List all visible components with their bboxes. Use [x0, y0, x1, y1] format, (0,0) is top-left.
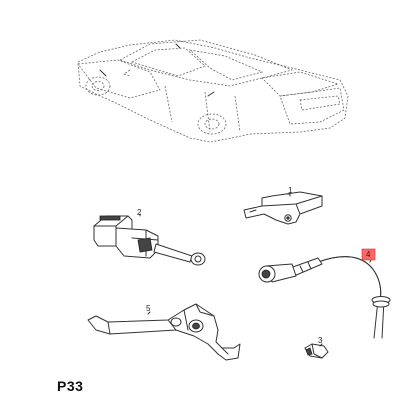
callout-4: 4 — [366, 250, 371, 259]
brake-light-switch-bracket-icon[interactable] — [243, 191, 323, 225]
sedan-car-outline-icon — [77, 39, 349, 143]
pedal-bracket-icon[interactable] — [87, 303, 241, 361]
callout-3: 3 — [318, 336, 323, 345]
brake-light-switch-icon[interactable] — [93, 215, 206, 266]
callout-1: 1 — [288, 186, 293, 195]
callout-5: 5 — [146, 304, 151, 313]
clip-icon[interactable] — [304, 343, 329, 359]
plate-label: P33 — [57, 378, 84, 394]
callout-4-highlight — [361, 248, 376, 261]
wiring-harness-connector-icon[interactable] — [258, 256, 391, 339]
callout-2: 2 — [137, 208, 142, 217]
